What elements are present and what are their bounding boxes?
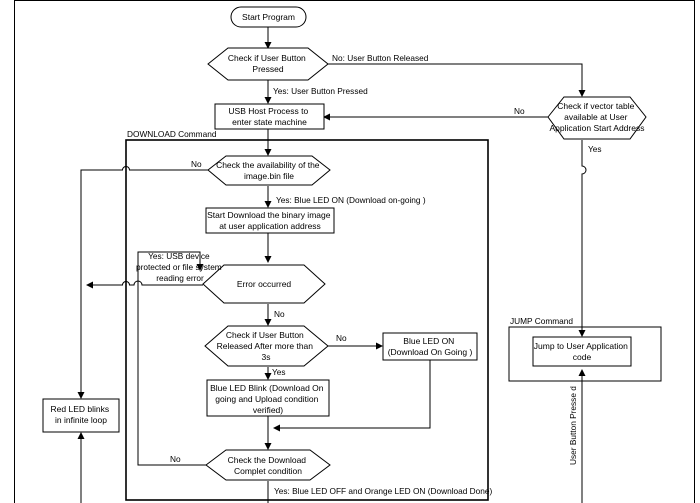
error-shape — [202, 264, 326, 304]
edge-blue-on-merge — [273, 360, 431, 432]
check-released-shape — [204, 325, 329, 367]
usb-host-line-1: USB Host Process to — [228, 106, 308, 116]
red-led-shape — [42, 398, 120, 433]
jump-app-shape — [532, 336, 632, 367]
edge-yes-error — [86, 280, 203, 289]
check-image-line-1: Check the availability of the — [216, 160, 320, 170]
start-terminal-shape — [230, 6, 307, 28]
blue-led-on-shape — [382, 332, 478, 361]
blue-led-blink-line-1: Blue LED Blink (Download On — [210, 383, 324, 393]
start-download-line-1: Start Download the binary image — [207, 210, 331, 220]
jump-command-label: JUMP Command — [510, 316, 573, 326]
red-led-line-2: in infinite loop — [55, 415, 107, 425]
check-pressed-line-2: Pressed — [252, 64, 283, 74]
edge-no-complete — [137, 251, 206, 466]
blue-led-on-label: Blue LED ON (Download On Going ) — [388, 336, 473, 357]
jump-command-frame — [508, 326, 662, 382]
check-released-line-1: Check if User Button — [226, 330, 304, 340]
blue-led-blink-line-3: verified) — [253, 405, 283, 415]
start-download-shape — [205, 207, 335, 234]
check-vector-line-2: available at User — [564, 112, 627, 122]
blue-led-blink-line-2: going and Upload condition — [215, 394, 318, 404]
edge-no-image — [77, 166, 208, 399]
blue-led-blink-label: Blue LED Blink (Download On going and Up… — [210, 383, 326, 415]
check-released-line-3: 3s — [262, 352, 271, 362]
check-image-decision: Check the availability of the image.bin … — [207, 155, 331, 186]
check-released-label: Check if User Button Released After more… — [217, 330, 316, 362]
check-vector-label: Check if vector table available at User … — [550, 101, 645, 133]
edge-no-released — [328, 63, 586, 97]
connectors — [77, 27, 587, 503]
error-decision: Error occurred — [202, 264, 326, 304]
blue-led-on-process: Blue LED ON (Download On Going ) — [382, 332, 478, 361]
usb-host-process: USB Host Process to enter state machine — [214, 103, 325, 130]
error-label: Error occurred — [237, 279, 292, 289]
download-command-label: DOWNLOAD Command — [127, 129, 217, 139]
check-image-label: Check the availability of the image.bin … — [216, 160, 322, 181]
red-led-process: Red LED blinks in infinite loop — [42, 398, 120, 433]
check-complete-decision: Check the Download Complet condition — [205, 449, 331, 481]
label-yes-vector: Yes — [588, 144, 602, 154]
label-no-image: No — [191, 159, 202, 169]
check-pressed-line-1: Check if User Button — [228, 53, 306, 63]
jump-app-line-2: code — [573, 352, 592, 362]
jump-app-line-1: Jump to User Application — [534, 341, 628, 351]
label-no-error: No — [274, 309, 285, 319]
check-complete-label: Check the Download Complet condition — [228, 455, 309, 476]
usb-host-line-2: enter state machine — [232, 117, 307, 127]
check-vector-decision: Check if vector table available at User … — [547, 96, 647, 140]
usb-host-label: USB Host Process to enter state machine — [228, 106, 310, 127]
edge-yes-vector — [578, 140, 587, 337]
check-released-decision: Check if User Button Released After more… — [204, 325, 329, 367]
label-yes-image: Yes: Blue LED ON (Download on-going ) — [276, 195, 426, 205]
start-download-process: Start Download the binary image at user … — [205, 207, 335, 234]
edge-labels: No: User Button Released Yes: User Butto… — [136, 53, 602, 496]
usb-host-shape — [214, 103, 325, 130]
label-yes-error: Yes: USB device protected or file system… — [136, 251, 224, 283]
start-download-line-2: at user application address — [219, 221, 321, 231]
check-pressed-decision: Check if User Button Pressed — [207, 47, 329, 81]
start-download-label: Start Download the binary image at user … — [207, 210, 333, 231]
check-vector-shape — [547, 96, 647, 140]
label-yes-error-line-2: protected or file system — [136, 262, 222, 272]
label-yes-complete: Yes: Blue LED OFF and Orange LED ON (Dow… — [274, 486, 493, 496]
check-image-line-2: image.bin file — [244, 171, 294, 181]
label-user-pressed-vertical: User Button Presse d — [568, 386, 578, 465]
blue-led-blink-shape — [206, 379, 330, 417]
check-vector-line-3: Application Start Address — [550, 123, 645, 133]
download-command-frame — [125, 139, 489, 501]
jump-app-process: Jump to User Application code — [532, 336, 632, 367]
red-led-label: Red LED blinks in infinite loop — [51, 404, 112, 425]
blue-led-on-line-2: (Download On Going ) — [388, 347, 473, 357]
label-yes-error-line-3: reading error — [156, 273, 204, 283]
check-complete-line-2: Complet condition — [234, 466, 302, 476]
check-pressed-shape — [207, 47, 329, 81]
jump-app-label: Jump to User Application code — [534, 341, 630, 362]
start-terminal: Start Program — [230, 6, 307, 28]
label-yes-released-3s: Yes — [272, 367, 286, 377]
label-no-vector: No — [514, 106, 525, 116]
check-pressed-label: Check if User Button Pressed — [228, 53, 308, 74]
check-complete-line-1: Check the Download — [228, 455, 307, 465]
check-vector-line-1: Check if vector table — [557, 101, 634, 111]
label-yes-pressed: Yes: User Button Pressed — [273, 86, 368, 96]
blue-led-blink-process: Blue LED Blink (Download On going and Up… — [206, 379, 330, 417]
check-image-shape — [207, 155, 331, 186]
label-yes-error-line-1: Yes: USB device — [148, 251, 210, 261]
start-terminal-label: Start Program — [242, 12, 295, 22]
blue-led-on-line-1: Blue LED ON — [403, 336, 454, 346]
red-led-line-1: Red LED blinks — [51, 404, 110, 414]
label-no-released-3s: No — [336, 333, 347, 343]
label-no-complete: No — [170, 454, 181, 464]
check-complete-shape — [205, 449, 331, 481]
check-released-line-2: Released After more than — [217, 341, 314, 351]
label-no-released: No: User Button Released — [332, 53, 429, 63]
page-border — [14, 0, 695, 503]
